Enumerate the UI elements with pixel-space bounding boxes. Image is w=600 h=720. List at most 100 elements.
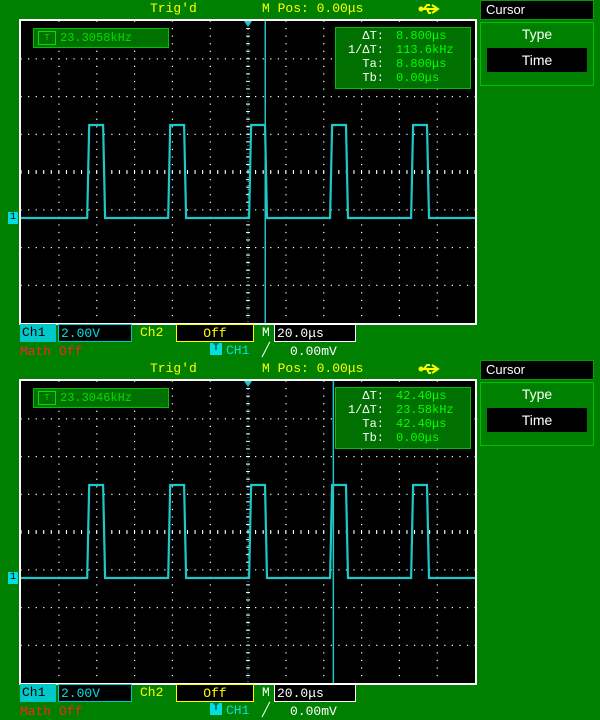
meas-label: Ta: [362,57,384,71]
grid-dot [285,209,287,211]
grid-dot [134,584,136,586]
grid-dot [65,456,68,458]
type-menu-item[interactable]: Type Time [480,22,594,86]
grid-dot [96,425,98,427]
grid-dot [134,471,136,473]
axis-tick [246,88,250,90]
grid-dot [308,644,310,646]
ch1-ground-marker[interactable]: 1 [8,572,18,584]
grid-dot [285,292,287,294]
ch2-tag[interactable]: Ch2 [140,325,164,340]
grid-dot [103,456,105,458]
grid-dot [21,209,22,211]
grid-dot [149,418,151,420]
grid-dot [96,629,98,631]
axis-tick [149,170,151,174]
ch1-tag[interactable]: Ch1 [20,684,56,702]
axis-tick [436,530,438,534]
grid-dot [376,133,378,135]
grid-dot [118,96,121,98]
menu-title[interactable]: Cursor [480,0,594,20]
grid-dot [96,292,98,294]
grid-dot [50,456,52,458]
grid-dot [376,284,378,286]
grid-dot [134,599,136,601]
grid-dot [134,456,136,458]
grid-dot [232,96,234,98]
grid-dot [96,478,98,480]
grid-dot [111,58,113,60]
grid-dot [436,111,438,113]
type-menu-item[interactable]: Type Time [480,382,594,446]
grid-dot [96,516,98,518]
grid-dot [383,644,385,646]
grid-dot [398,674,401,677]
menu-title[interactable]: Cursor [480,360,594,380]
axis-tick [21,170,22,174]
grid-dot [270,644,272,646]
grid-dot [421,247,423,249]
grid-dot [156,284,158,286]
grid-dot [96,269,98,271]
grid-dot [186,644,189,646]
grid-dot [171,501,174,503]
axis-tick [300,170,302,174]
grid-dot [330,58,332,60]
ch2-tag[interactable]: Ch2 [140,685,164,700]
grid-dot [285,448,287,450]
grid-dot [285,644,287,646]
grid-dot [285,73,287,75]
axis-tick [436,170,438,174]
grid-dot [171,448,174,450]
grid-dot [451,284,453,286]
grid-dot [262,493,264,495]
grid-dot [171,546,174,548]
grid-dot [262,569,264,571]
grid-dot [134,284,136,286]
grid-dot [323,471,325,473]
axis-tick [43,170,45,174]
grid-dot [398,599,401,601]
grid-dot [323,133,325,135]
grid-dot [262,456,264,458]
grid-dot [285,599,287,601]
grid-dot [81,284,83,286]
grid-dot [58,201,60,203]
ch1-ground-marker[interactable]: 1 [8,212,18,224]
grid-dot [58,644,60,646]
grid-dot [285,607,287,609]
axis-tick [58,530,60,534]
grid-dot [58,126,60,128]
grid-dot [164,247,166,249]
grid-dot [171,433,174,435]
grid-dot [323,43,325,45]
grid-dot [58,179,60,181]
grid-dot [376,644,378,646]
grid-dot [58,88,60,90]
grid-dot [368,209,370,211]
axis-tick [73,170,75,174]
grid-dot [285,299,287,302]
grid-dot [406,284,408,286]
grid-dot [345,569,348,571]
grid-dot [285,388,287,390]
grid-dot [338,644,340,646]
grid-dot [134,508,136,511]
grid-dot [474,247,475,249]
type-label: Type [521,386,553,402]
axis-tick [246,96,250,97]
grid-dot [398,629,401,631]
grid-dot [156,247,158,249]
grid-dot [81,58,83,60]
grid-dot [361,652,363,654]
grid-dot [209,403,211,405]
grid-dot [353,569,355,571]
ch1-tag[interactable]: Ch1 [20,324,56,342]
grid-dot [436,599,438,601]
grid-dot [224,456,226,458]
grid-dot [398,584,401,586]
grid-dot [134,425,136,427]
grid-dot [58,418,60,420]
